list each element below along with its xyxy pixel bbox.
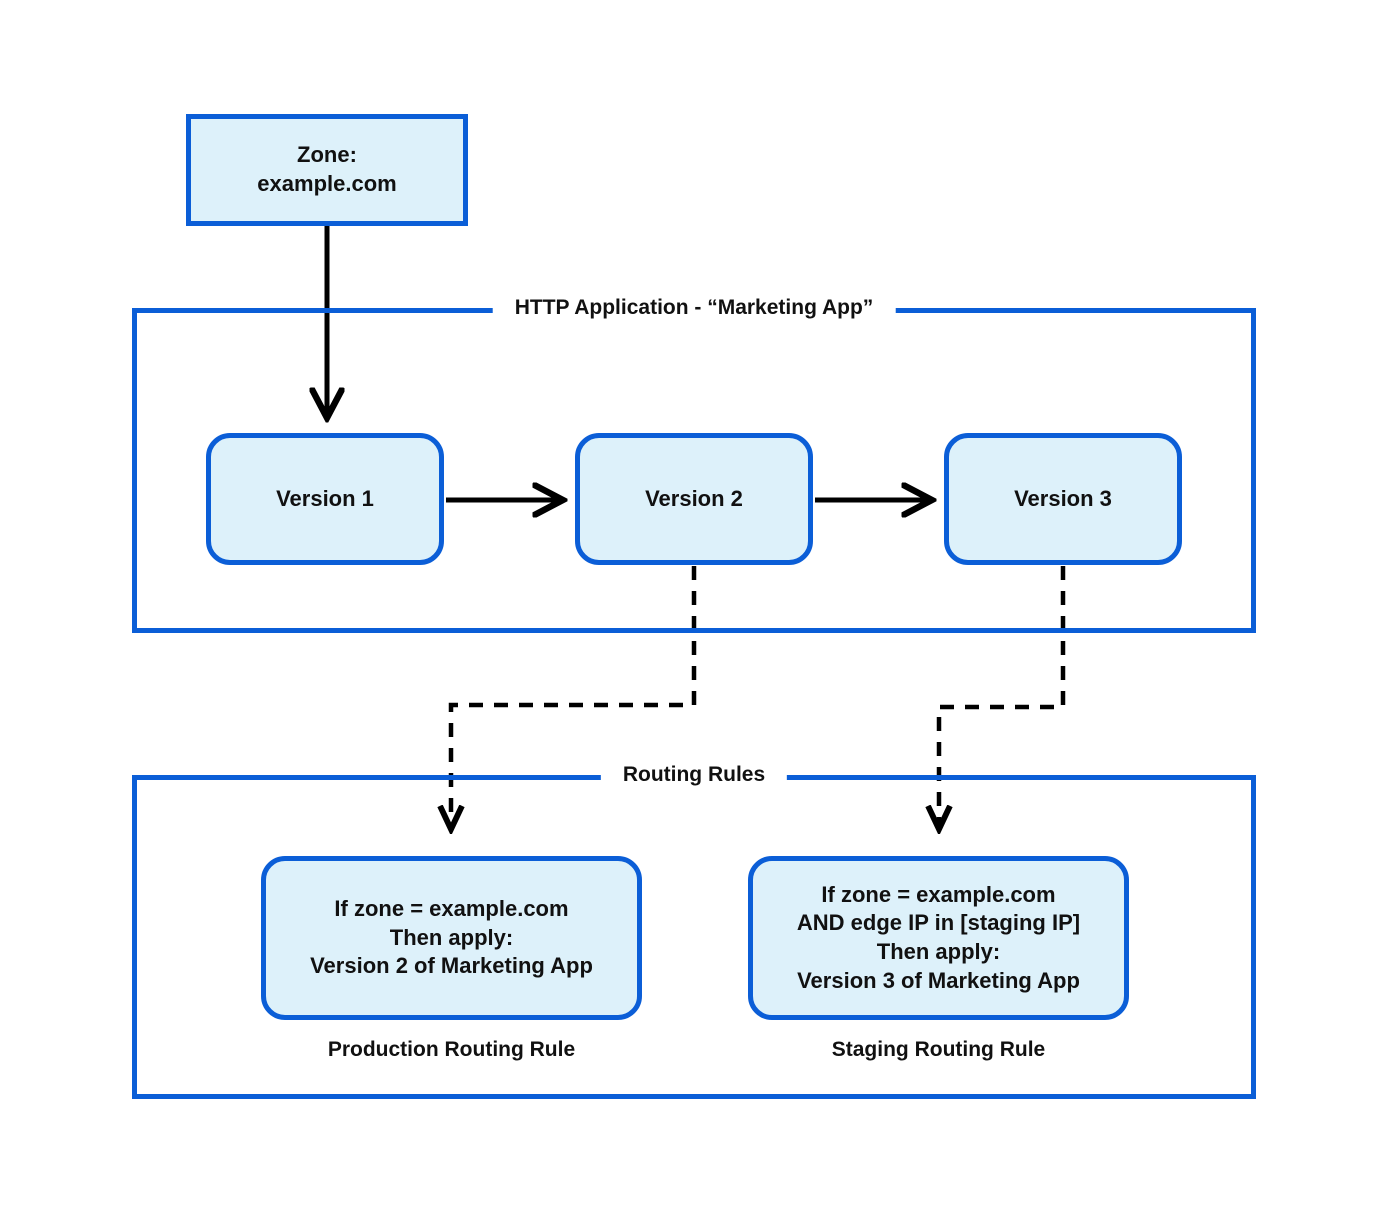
- node-version-1-label: Version 1: [276, 485, 374, 511]
- node-production-routing-rule-label: If zone = example.com Then apply: Versio…: [310, 896, 593, 979]
- node-version-3[interactable]: Version 3: [944, 433, 1182, 565]
- node-zone-label: Zone: example.com: [257, 142, 397, 196]
- node-version-2[interactable]: Version 2: [575, 433, 813, 565]
- node-staging-routing-rule-label: If zone = example.com AND edge IP in [st…: [796, 881, 1081, 993]
- group-routing-rules-legend: Routing Rules: [600, 763, 788, 787]
- group-http-application-legend: HTTP Application - “Marketing App”: [492, 296, 896, 320]
- node-version-3-label: Version 3: [1014, 485, 1112, 511]
- node-version-1[interactable]: Version 1: [206, 433, 444, 565]
- caption-staging-routing-rule: Staging Routing Rule: [831, 1038, 1046, 1061]
- node-production-routing-rule[interactable]: If zone = example.com Then apply: Versio…: [261, 856, 642, 1020]
- node-zone[interactable]: Zone: example.com: [186, 114, 468, 226]
- node-version-2-label: Version 2: [645, 485, 743, 511]
- node-staging-routing-rule[interactable]: If zone = example.com AND edge IP in [st…: [748, 856, 1129, 1020]
- caption-production-routing-rule: Production Routing Rule: [327, 1038, 576, 1061]
